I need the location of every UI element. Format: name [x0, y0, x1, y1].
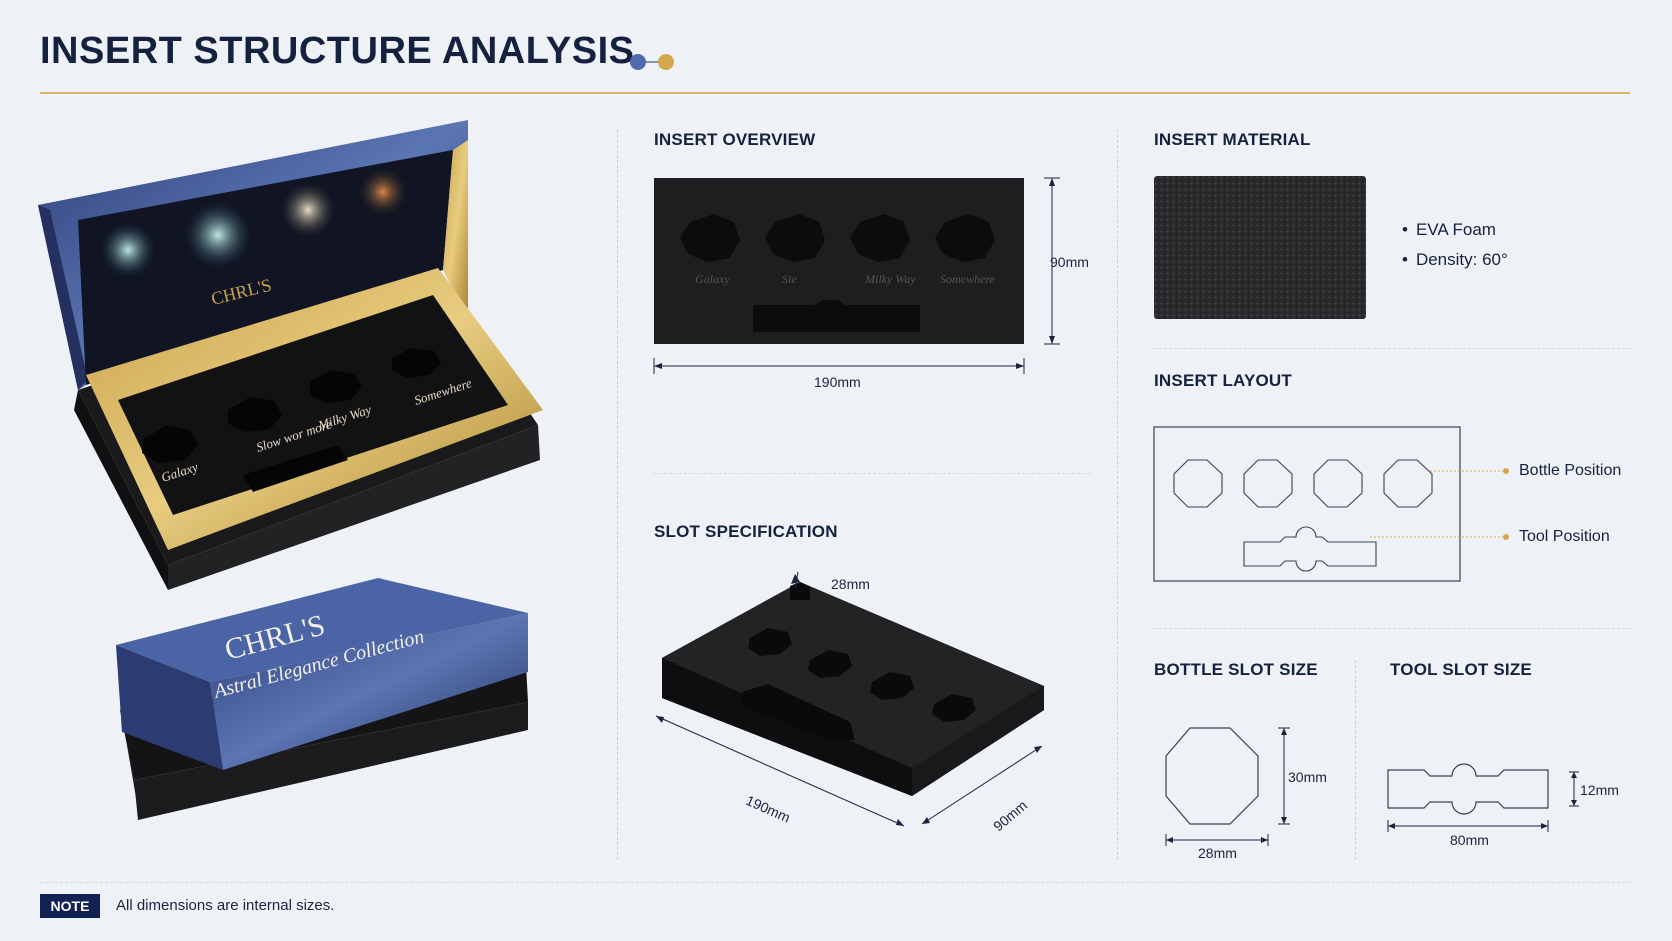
open-box-illustration: CHRL'S Galaxy Slow wor more Milky Way So… [38, 120, 543, 590]
open-box-bottle-slots [142, 348, 441, 492]
tool-slot-diagram [1387, 763, 1579, 832]
tool-slot-heading: TOOL SLOT SIZE [1390, 660, 1532, 679]
column-divider-1 [617, 130, 618, 860]
insert-layout-heading: INSERT LAYOUT [1154, 371, 1292, 390]
insert-overview-diagram: Galaxy Sie Milky Way Somewhere [653, 177, 1060, 374]
iso-bottle-slots [742, 628, 976, 740]
overview-slot-label-1: Galaxy [695, 272, 730, 286]
overview-height-label: 90mm [1050, 254, 1089, 270]
bottle-slot-heading: BOTTLE SLOT SIZE [1154, 660, 1318, 679]
material-bullet-2: Density: 60° [1402, 250, 1508, 270]
section-divider-right-1 [1154, 348, 1630, 349]
material-bullet-1: EVA Foam [1402, 220, 1508, 240]
bottle-slot-diagram [1165, 727, 1290, 846]
footer-divider [40, 882, 1630, 883]
slot-specification-heading: SLOT SPECIFICATION [654, 522, 838, 541]
overview-slot-label-2: Sie [782, 272, 797, 286]
tool-slot-width-label: 80mm [1450, 832, 1489, 848]
overview-bottle-slots [680, 214, 995, 332]
section-divider-right-2 [1154, 628, 1630, 629]
bottle-slot-height-label: 30mm [1288, 769, 1327, 785]
material-bullet-list: EVA Foam Density: 60° [1402, 220, 1508, 280]
header-rule [40, 92, 1630, 94]
overview-width-label: 190mm [814, 374, 861, 390]
accent-dot-blue [630, 54, 646, 70]
bottle-slot-width-label: 28mm [1198, 845, 1237, 861]
closed-box-illustration: CHRL'S Astral Elegance Collection [116, 578, 528, 820]
slot-depth-label: 28mm [831, 576, 870, 592]
slot-specification-diagram [655, 571, 1044, 827]
overview-slot-label-3: Milky Way [864, 272, 916, 286]
column-divider-3 [1355, 660, 1356, 860]
note-text: All dimensions are internal sizes. [116, 897, 335, 914]
bottle-position-callout: Bottle Position [1519, 462, 1622, 479]
tool-slot-height-label: 12mm [1580, 782, 1619, 798]
insert-layout-diagram [1153, 426, 1509, 582]
accent-dot-gold [658, 54, 674, 70]
column-divider-2 [1117, 130, 1118, 860]
page-title: INSERT STRUCTURE ANALYSIS [40, 30, 635, 72]
insert-overview-heading: INSERT OVERVIEW [654, 130, 816, 149]
tool-position-callout: Tool Position [1519, 528, 1610, 545]
overview-slot-label-4: Somewhere [940, 272, 996, 286]
note-badge: NOTE [40, 894, 100, 918]
eva-foam-swatch [1154, 176, 1366, 319]
layout-bottle-outlines [1173, 459, 1433, 572]
product-photo-panel: CHRL'S Galaxy Slow wor more Milky Way So… [38, 120, 543, 820]
insert-material-heading: INSERT MATERIAL [1154, 130, 1311, 149]
section-divider-mid [654, 473, 1090, 474]
